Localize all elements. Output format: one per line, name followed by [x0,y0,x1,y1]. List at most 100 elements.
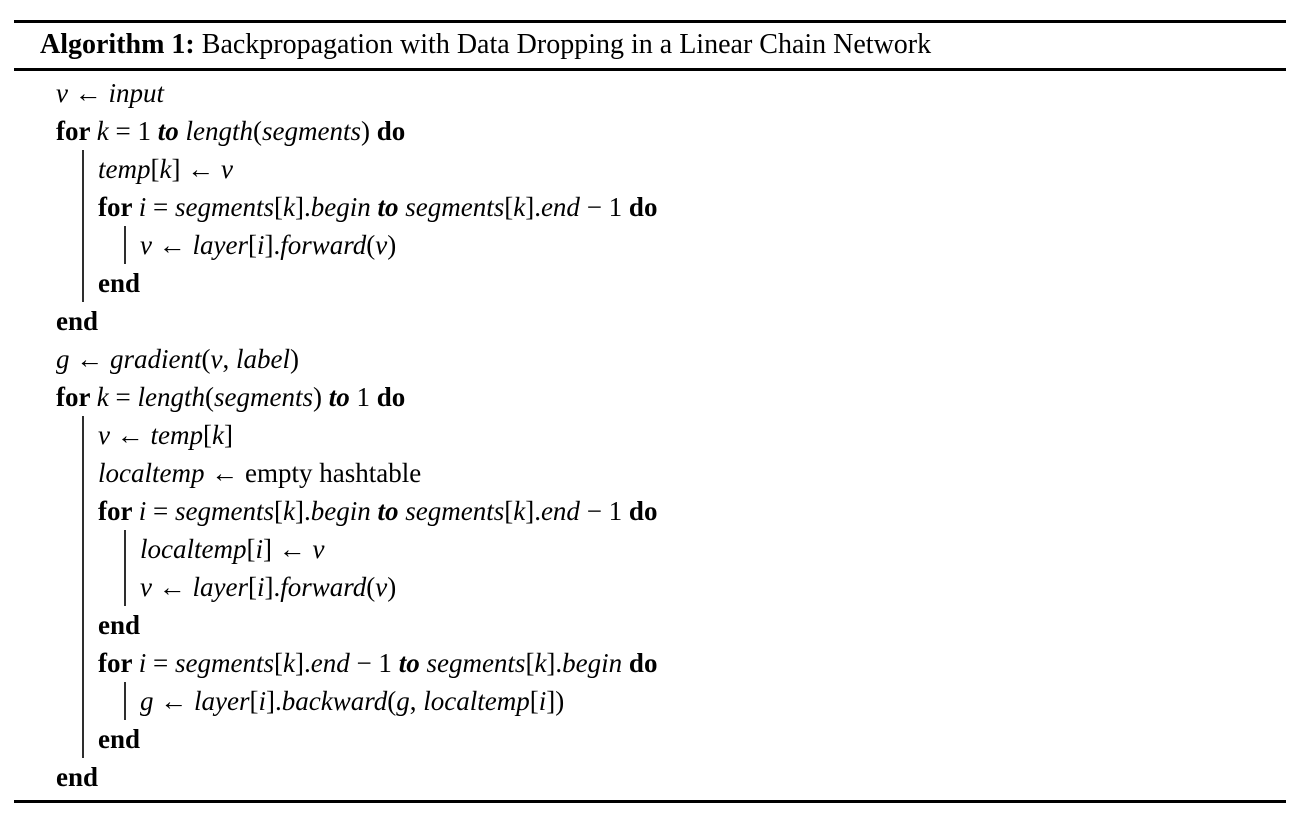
code-token: k [96,116,109,146]
code-token: [ [150,154,160,184]
code-token: − 1 [349,648,399,678]
code-token: localtemp [423,686,530,716]
code-token: ]. [294,192,311,222]
code-token: 1 [349,382,377,412]
code-line: temp[k] ← v [98,150,1286,188]
code-token: − 1 [579,192,629,222]
code-token: do [376,382,406,412]
code-block: v ← temp[k] localtemp ← empty hashtable fo… [82,416,1286,758]
code-token: [ [504,496,514,526]
algorithm-title: Backpropagation with Data Dropping in a … [194,29,932,60]
code-token: temp [98,154,151,184]
code-token: end [540,192,580,222]
code-token: end [98,610,141,640]
code-token: i [138,496,147,526]
algorithm-caption: Algorithm 1: Backpropagation with Data D… [14,23,1286,68]
code-token: [ [247,230,257,260]
code-token: i [258,686,266,716]
code-token: v [98,420,110,450]
code-token: ) [387,572,397,602]
code-token: end [98,724,141,754]
code-token: ]. [525,192,541,222]
code-token: length [137,382,205,412]
code-token: to [377,496,399,526]
code-token: k [534,648,547,678]
code-token: v [312,534,325,564]
code-token: i [255,534,263,564]
code-line: v ← input [56,74,1286,112]
algorithm-box: Algorithm 1: Backpropagation with Data D… [14,20,1286,803]
code-token: , [409,686,424,716]
code-token: ]. [264,230,281,260]
caption-rule [14,68,1286,71]
code-token: v [140,230,152,260]
code-token: to [377,192,399,222]
code-token: , [222,344,236,374]
code-token: ← [67,78,109,108]
code-token: input [108,78,164,108]
code-token: ( [366,230,376,260]
code-token: begin [310,496,371,526]
code-token: end [98,268,141,298]
code-token: to [398,648,420,678]
code-token: for [56,382,97,412]
code-token: v [140,572,152,602]
code-token: end [540,496,580,526]
code-token: i [138,648,147,678]
code-token: segments [405,192,505,222]
code-token: ]. [294,648,311,678]
code-token: end [310,648,350,678]
code-token [622,648,629,678]
code-token: ← [151,572,193,602]
code-token: layer [194,686,250,716]
code-line: end [98,720,1286,758]
code-token: [ [273,192,283,222]
code-token: begin [562,648,623,678]
code-token: = [108,382,138,412]
code-token: do [628,192,658,222]
code-token: for [56,116,97,146]
code-token: [ [529,686,539,716]
code-token: layer [192,230,248,260]
code-token: gradient [110,344,202,374]
code-token: length [185,116,253,146]
code-line: g ← layer[i].backward(g, localtemp[i]) [140,682,1286,720]
code-token: ( [204,382,214,412]
code-line: for k = length(segments) to 1 do [56,378,1286,416]
code-token: do [376,116,406,146]
code-line: end [98,264,1286,302]
code-token: k [282,192,295,222]
code-token: forward [280,230,367,260]
code-token: [ [273,648,283,678]
code-token: v [375,230,388,260]
code-token: [ [202,420,212,450]
code-token: ← empty hashtable [204,458,422,488]
code-token: i [256,572,265,602]
code-block: g ← layer[i].backward(g, localtemp[i]) [124,682,1286,720]
code-token: ← [69,344,110,374]
code-token: segments [175,648,274,678]
algorithm-label: Algorithm 1: [40,29,195,60]
code-token: i [538,686,547,716]
code-block: v ← layer[i].forward(v) [124,226,1286,264]
top-rule [14,20,1286,23]
code-token: segments [175,496,274,526]
code-line: v ← layer[i].forward(v) [140,568,1286,606]
code-token: − 1 [579,496,629,526]
code-token: for [98,648,139,678]
code-token: ) [360,116,377,146]
code-token: ( [366,572,376,602]
code-token: ] ← [263,534,313,564]
code-token: segments [261,116,361,146]
bottom-rule [14,800,1286,803]
code-token: backward [281,686,388,716]
code-token: begin [310,192,371,222]
code-token: v [210,344,223,374]
code-token: ]. [546,648,563,678]
code-token: k [282,496,295,526]
code-token: i [256,230,265,260]
code-line: v ← temp[k] [98,416,1286,454]
code-line: for k = 1 to length(segments) do [56,112,1286,150]
